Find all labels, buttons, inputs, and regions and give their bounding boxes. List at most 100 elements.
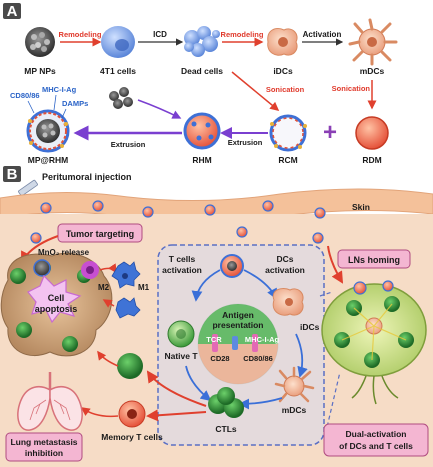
label-dead-cells: Dead cells — [181, 66, 223, 76]
label-m2: M2 — [98, 283, 110, 292]
antigen-presentation-synapse — [197, 303, 279, 385]
label-idcs: iDCs — [273, 66, 293, 76]
native-t-cell — [167, 320, 195, 348]
ctl-near-tumor — [117, 353, 143, 379]
label-mhc-i-ag: MHC-I-Ag — [42, 85, 77, 94]
arrow-nps-to-rhm — [137, 99, 182, 119]
mp-nps-small — [109, 87, 133, 109]
label-activation: Activation — [303, 30, 342, 39]
label-remodeling-1: Remodeling — [59, 30, 102, 39]
arrow-ctl-to-tumor — [146, 370, 207, 407]
panel-b: B Peritumoral injection Skin Tumor targ — [0, 166, 433, 467]
label-tcr: TCR — [206, 335, 222, 344]
label-rcm: RCM — [278, 155, 297, 165]
panel-a-tag-bg — [3, 3, 21, 19]
label-dual-1: Dual-activation — [346, 429, 407, 439]
arrow-native-to-ctl — [185, 365, 212, 402]
panel-a-tag: A — [7, 3, 18, 20]
label-t-cells-activation-2: activation — [162, 265, 202, 275]
mp-rhm-in-tumor — [33, 259, 51, 277]
ln-homing-box — [337, 249, 411, 269]
arrow-sonication-1 — [231, 71, 280, 111]
label-mp-nps: MP NPs — [24, 66, 56, 76]
label-dual-2: of DCs and T cells — [339, 441, 413, 451]
label-peritumoral-injection: Peritumoral injection — [42, 172, 132, 182]
arrow-to-t-cells — [191, 269, 221, 302]
label-antigen-presentation-1: Antigen — [222, 310, 254, 320]
mdc-cell — [348, 18, 398, 66]
label-remodeling-2: Remodeling — [221, 30, 264, 39]
label-native-t: Native T — [164, 351, 198, 361]
label-cd80-86: CD80/86 — [10, 91, 40, 100]
label-mp-rhm: MP@RHM — [28, 155, 68, 165]
arrow-ctl-to-memory — [146, 409, 207, 422]
label-cd80-86-b: CD80/86 — [243, 354, 273, 363]
arrow-ctl-attack — [97, 350, 119, 367]
label-damps: DAMPs — [62, 99, 88, 108]
label-lung-1: Lung metastasis — [10, 437, 77, 447]
label-extrusion-2: Extrusion — [228, 138, 263, 147]
rcm-vesicle — [269, 114, 307, 152]
m2-macrophage — [81, 261, 99, 279]
label-dcs-activation-2: activation — [265, 265, 305, 275]
label-m1: M1 — [138, 283, 150, 292]
dual-activation-box — [323, 423, 429, 457]
label-ln-homing: LNs homing — [348, 255, 400, 265]
arrow-m1-to-tumor — [102, 299, 115, 308]
arrow-memory-to-lung — [80, 407, 119, 418]
label-cell-apoptosis-2: apoptosis — [35, 304, 78, 314]
label-mdcs: mDCs — [360, 66, 385, 76]
dashed-link-1 — [319, 291, 333, 297]
label-icd: ICD — [153, 30, 167, 39]
label-antigen-presentation-2: presentation — [212, 320, 263, 330]
idc-cell — [267, 28, 298, 56]
label-t-cells-activation-1: T cells — [169, 254, 196, 264]
label-cd28: CD28 — [210, 354, 229, 363]
panel-a: A MP NPs Remodeling 4T1 cells ICD De — [3, 3, 398, 165]
pointer-damps — [61, 108, 67, 119]
label-skin: Skin — [352, 202, 370, 212]
mp-rhm-nanoparticle — [26, 109, 70, 153]
label-rhm: RHM — [192, 155, 211, 165]
panel-b-tag-bg — [3, 166, 21, 182]
label-memory-t-cells: Memory T cells — [101, 432, 163, 442]
label-tumor-targeting: Tumor targeting — [66, 229, 134, 239]
central-mp-rhm — [220, 254, 244, 278]
pointer-mhc — [53, 94, 57, 111]
pointer-cd80 — [27, 100, 35, 114]
dashed-link-2 — [323, 371, 341, 441]
mp-nps-particle — [25, 27, 55, 57]
rdm-vesicle — [355, 116, 389, 150]
label-rdm: RDM — [362, 155, 381, 165]
label-sonication-2: Sonication — [332, 84, 371, 93]
label-mdcs-b: mDCs — [282, 405, 307, 415]
memory-t-cell — [118, 400, 146, 428]
tumor-targeting-box — [57, 223, 143, 243]
panel-b-tag: B — [7, 166, 18, 183]
ctl-cells — [208, 387, 244, 418]
plus-sign: + — [323, 119, 337, 146]
m1-macrophage-2 — [115, 297, 141, 319]
label-4t1-cells: 4T1 cells — [100, 66, 136, 76]
label-idcs-b: iDCs — [300, 322, 320, 332]
lung-inhibition-box — [5, 432, 83, 462]
arrow-idc-to-mdc — [295, 333, 308, 378]
label-mhc-ag: MHC-I-Ag — [245, 335, 280, 344]
idc-in-box — [272, 287, 304, 316]
lung-icon — [17, 372, 83, 431]
label-cell-apoptosis-1: Cell — [48, 293, 65, 303]
lymph-node — [321, 280, 427, 405]
4t1-cell — [101, 26, 135, 58]
m1-macrophage — [111, 261, 141, 289]
rhm-vesicle — [183, 112, 221, 150]
mdc-in-box — [274, 366, 315, 403]
label-ctls: CTLs — [215, 424, 237, 434]
label-lung-2: inhibition — [25, 448, 63, 458]
arrow-ln-homing — [327, 245, 344, 284]
arrow-mdc-to-ctl — [238, 397, 283, 410]
label-extrusion-1: Extrusion — [111, 140, 146, 149]
label-dcs-activation-1: DCs — [276, 254, 293, 264]
apoptosis-burst — [27, 274, 82, 324]
